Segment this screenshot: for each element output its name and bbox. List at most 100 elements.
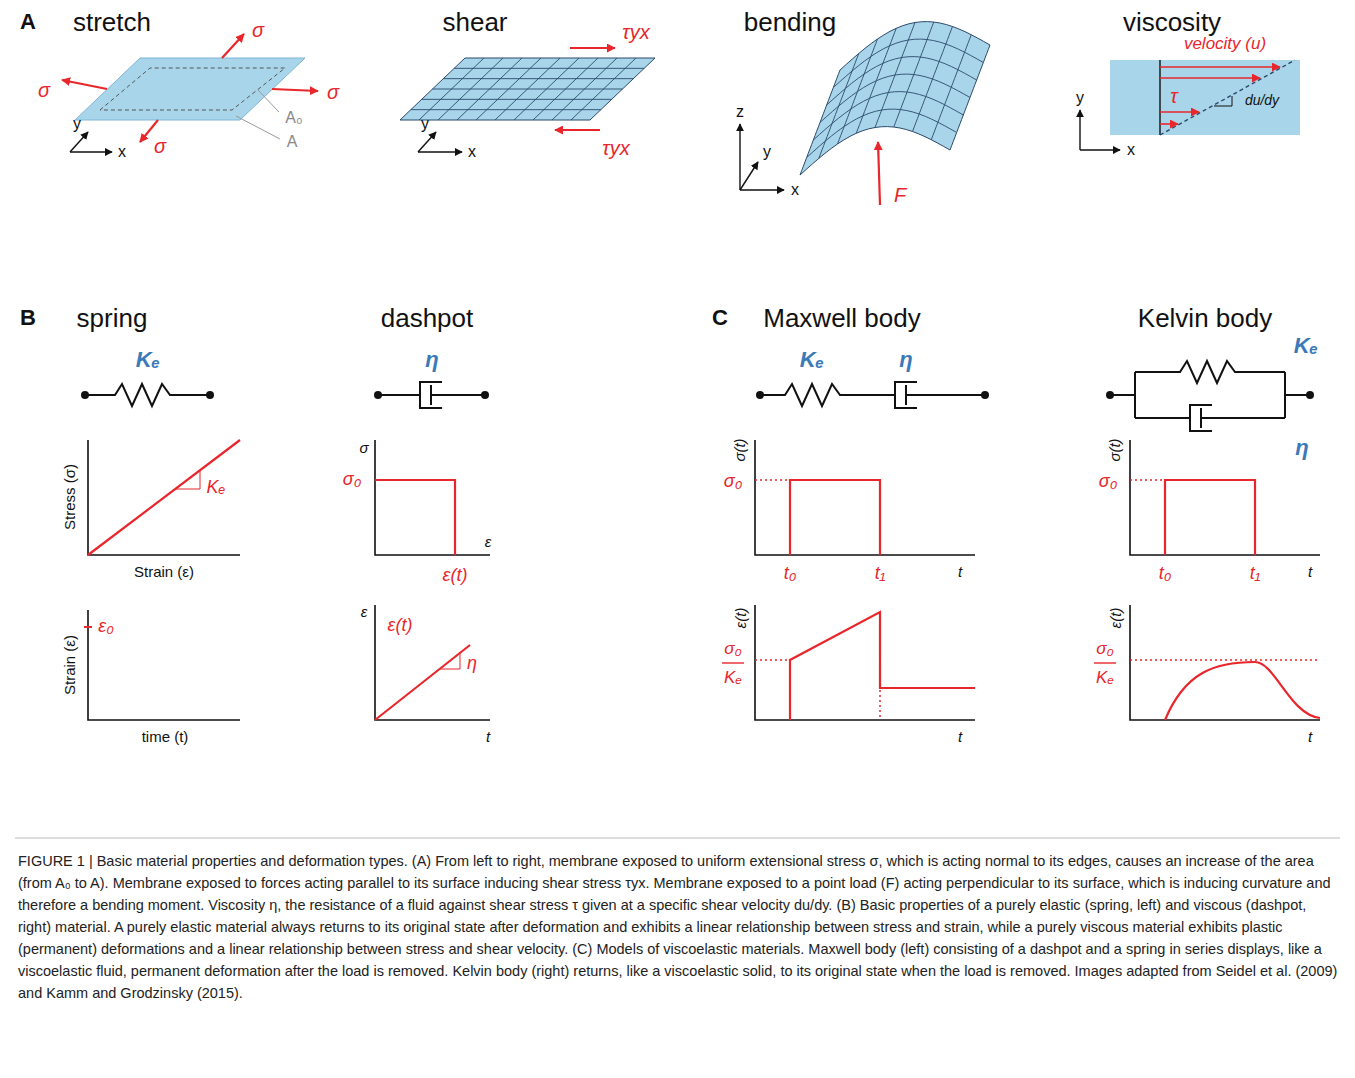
symbol: σ₀ xyxy=(724,472,742,492)
stretch-membrane-part xyxy=(100,68,285,110)
stress-arrows xyxy=(62,34,318,142)
velocity-arrows-part xyxy=(1160,77,1260,79)
stretch-membrane xyxy=(75,58,305,120)
terminal-dots-part xyxy=(81,391,89,399)
response-curves-part xyxy=(1130,659,1320,661)
parameter: η xyxy=(899,348,912,372)
response-curves-part xyxy=(755,479,790,481)
symbol: τ xyxy=(1170,85,1177,107)
axes-part xyxy=(70,151,112,152)
panel-letter: B xyxy=(20,306,36,330)
symbol: t₁ xyxy=(1250,564,1261,584)
panel-title: Kelvin body xyxy=(1138,304,1272,333)
graph-axes-part xyxy=(1130,605,1320,720)
symbol: σ₀ xyxy=(343,470,361,490)
panel-letter: A xyxy=(20,10,36,34)
velocity-arrows-part xyxy=(1160,66,1280,68)
terminal-dots-part xyxy=(981,391,989,399)
graph-axes-part xyxy=(375,440,490,555)
axis-label: t xyxy=(1308,564,1312,581)
response-curves-part xyxy=(790,480,880,555)
panel-title: viscosity xyxy=(1123,8,1221,37)
response-curves-part xyxy=(440,653,460,669)
symbol: ε(t) xyxy=(443,566,468,586)
graph-axes xyxy=(88,440,1320,720)
axis-label: time (t) xyxy=(142,729,189,746)
graph-axes-part xyxy=(755,440,975,555)
force-arrow xyxy=(878,142,880,205)
axes-part xyxy=(418,151,462,152)
symbol: Kₑ xyxy=(1096,669,1114,688)
shear-membrane-part xyxy=(454,68,644,69)
response-curves-part xyxy=(1094,662,1116,663)
leader-lines-part xyxy=(258,90,279,112)
dashpot-symbol-part xyxy=(870,382,985,408)
axis-label: Strain (ε) xyxy=(62,635,79,695)
graph-axes-part xyxy=(1130,440,1320,555)
response-curves-part xyxy=(790,612,975,720)
bent-membrane-part xyxy=(813,92,963,140)
response-curves-part xyxy=(755,659,790,661)
shear-membrane-part xyxy=(411,109,601,110)
axes-part xyxy=(70,132,88,152)
axis-name: y xyxy=(763,143,771,161)
symbol: η xyxy=(467,654,477,674)
bent-membrane xyxy=(800,22,990,175)
symbol: σ xyxy=(38,79,50,101)
symbol: du/dy xyxy=(1245,93,1279,108)
axes-part xyxy=(418,132,436,152)
stress-arrows-part xyxy=(62,80,107,89)
response-curves-part xyxy=(879,690,881,720)
axis-name: z xyxy=(736,103,744,121)
response-curves-part xyxy=(722,662,744,663)
symbol: σ₀ xyxy=(724,640,741,659)
leader-lines-part xyxy=(236,116,280,139)
axis-label: ε(t) xyxy=(1108,608,1125,629)
velocity-arrows-part xyxy=(1160,123,1178,125)
dashpot-symbol-part xyxy=(378,382,485,408)
panel-letter: C xyxy=(712,306,728,330)
stress-arrows-part xyxy=(222,34,244,58)
axis-label: Stress (σ) xyxy=(62,464,79,530)
dashpot-symbol-part xyxy=(1135,405,1285,431)
figure-caption: FIGURE 1 | Basic material properties and… xyxy=(18,850,1338,1004)
symbol: σ xyxy=(252,19,264,41)
fluid-layer-part xyxy=(1214,96,1232,106)
symbol: Kₑ xyxy=(207,478,226,498)
axis-label: σ(t) xyxy=(1107,438,1124,461)
terminal-dots xyxy=(81,391,1314,399)
dashpot-symbol-part xyxy=(1110,372,1310,418)
axis-name: x xyxy=(118,143,126,161)
axis-label: ε(t) xyxy=(733,608,750,629)
bent-membrane-part xyxy=(833,39,983,87)
symbol: τyx xyxy=(602,137,629,159)
response-curves-part xyxy=(1165,662,1320,720)
panel-title: spring xyxy=(77,304,148,333)
axis-label: ε xyxy=(361,604,368,621)
symbol: σ₀ xyxy=(1096,640,1113,659)
panel-title: dashpot xyxy=(381,304,474,333)
terminal-dots-part xyxy=(374,391,382,399)
graph-axes-part xyxy=(88,440,240,555)
force-arrow-part xyxy=(878,142,880,205)
axes-part xyxy=(1080,149,1120,150)
fluid-layer-part xyxy=(1160,60,1295,135)
response-curves-part xyxy=(88,440,240,555)
terminal-dots-part xyxy=(1306,391,1314,399)
area-label: A₀ xyxy=(285,109,302,127)
panel-title: Maxwell body xyxy=(763,304,921,333)
graph-axes-part xyxy=(88,610,240,720)
terminal-dots-part xyxy=(481,391,489,399)
symbol: σ xyxy=(327,81,339,103)
symbol: t₀ xyxy=(1159,564,1172,584)
velocity-arrows xyxy=(1160,67,1280,124)
symbol: F xyxy=(894,184,906,206)
terminal-dots-part xyxy=(206,391,214,399)
dashpot-symbol xyxy=(378,372,1310,431)
symbol: σ xyxy=(154,135,166,157)
leader-lines xyxy=(236,90,280,139)
shear-arrows-part xyxy=(555,129,600,131)
terminal-dots-part xyxy=(1106,391,1114,399)
